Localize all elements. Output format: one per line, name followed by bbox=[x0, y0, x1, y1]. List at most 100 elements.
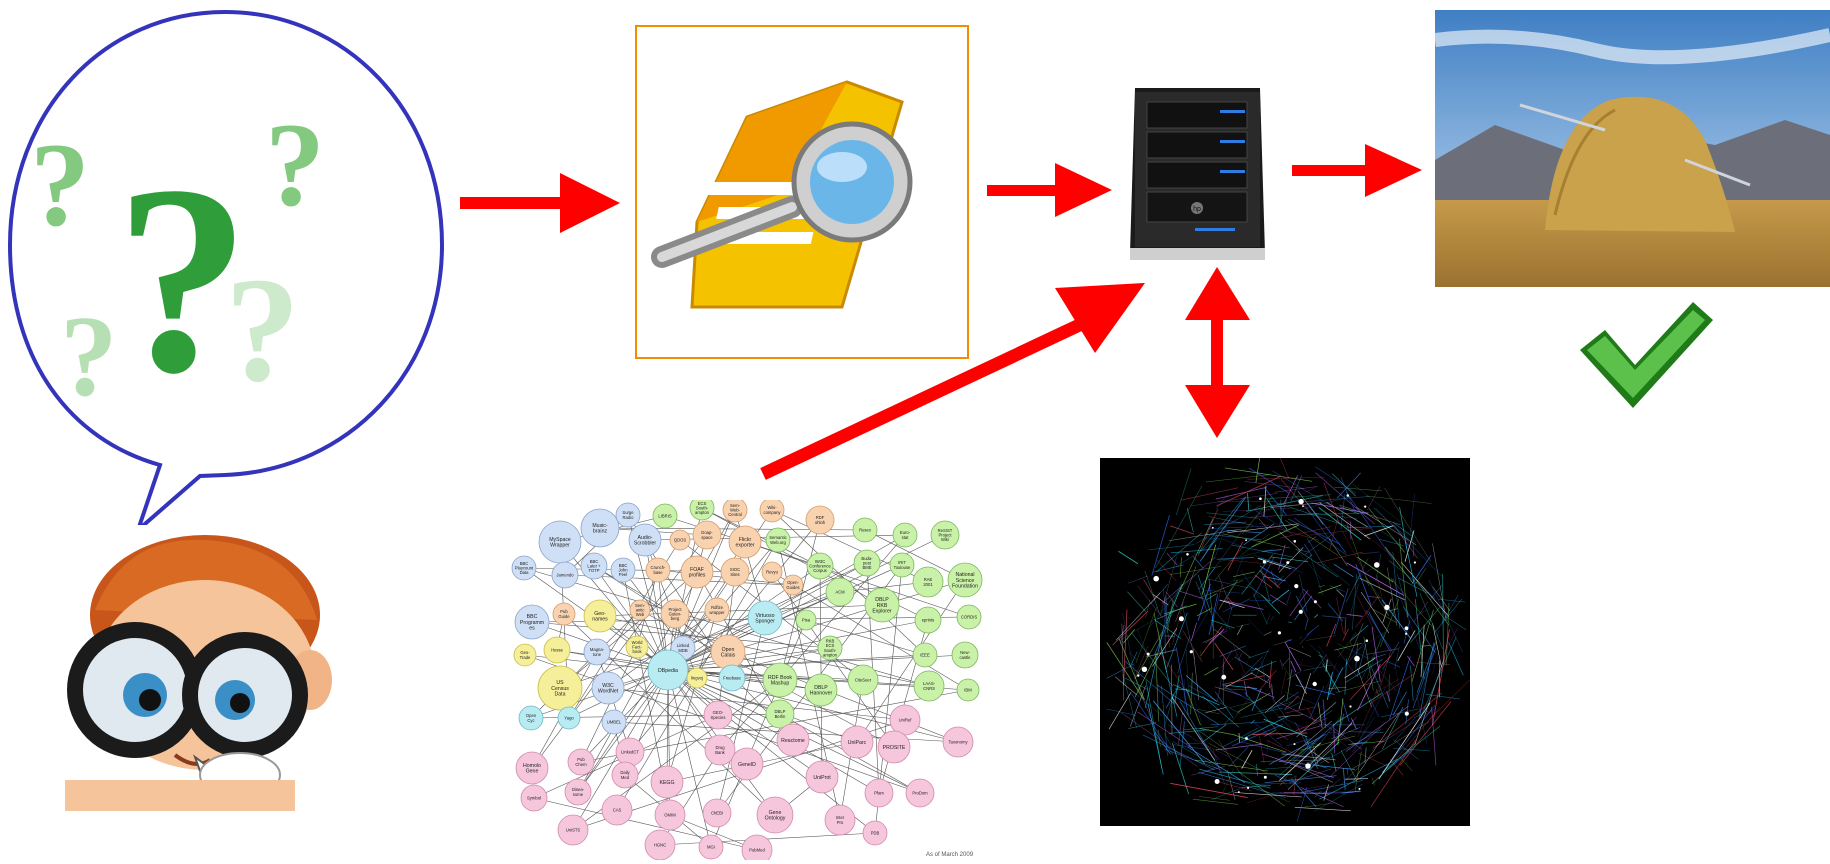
graph-edge bbox=[1322, 615, 1347, 619]
graph-edge bbox=[1290, 763, 1334, 783]
graph-edge bbox=[1163, 693, 1175, 728]
lod-node-circle bbox=[520, 784, 548, 812]
lod-node-label: New-castle bbox=[960, 650, 972, 660]
graph-node bbox=[1294, 584, 1299, 589]
graph-edge bbox=[1267, 675, 1274, 700]
graph-edge bbox=[1137, 686, 1152, 721]
graph-edge bbox=[1163, 588, 1170, 648]
lod-node: GeneID bbox=[730, 747, 764, 781]
graph-edge bbox=[1209, 525, 1265, 529]
lod-node-label: HGNC bbox=[654, 842, 666, 847]
graph-edge bbox=[1363, 636, 1374, 691]
lod-node-circle bbox=[515, 751, 549, 785]
graph-edge bbox=[1230, 696, 1251, 724]
lod-node-label: Geo-names bbox=[592, 611, 608, 623]
graph-edge bbox=[1278, 702, 1317, 722]
lod-node-label: IEEE bbox=[920, 652, 930, 657]
graph-edge bbox=[1317, 645, 1340, 674]
graph-edge bbox=[1241, 497, 1272, 535]
graph-edge bbox=[1431, 653, 1439, 676]
graph-edge bbox=[1416, 642, 1436, 693]
graph-edge bbox=[1295, 548, 1339, 578]
graph-edge bbox=[1270, 616, 1274, 621]
graph-node bbox=[1413, 561, 1416, 564]
graph-edge bbox=[1399, 538, 1408, 618]
graph-edge bbox=[1250, 719, 1255, 724]
graph-edge bbox=[1240, 570, 1261, 599]
arrow-bubble-to-search bbox=[460, 173, 620, 233]
graph-edge bbox=[1219, 645, 1246, 657]
lod-node-circle bbox=[722, 500, 748, 523]
graph-edge bbox=[1251, 688, 1262, 711]
graph-edge bbox=[1122, 674, 1137, 729]
graph-edge bbox=[1226, 530, 1262, 534]
graph-edge bbox=[1261, 753, 1334, 779]
graph-edge bbox=[1218, 740, 1243, 777]
svg-text:?: ? bbox=[225, 247, 300, 413]
graph-edge bbox=[1189, 681, 1205, 735]
lod-link bbox=[771, 571, 969, 691]
graph-edge bbox=[1278, 544, 1286, 570]
graph-edge bbox=[1261, 570, 1271, 602]
graph-edge bbox=[1242, 656, 1263, 678]
graph-edge bbox=[1197, 496, 1245, 554]
graph-edge bbox=[1311, 502, 1368, 514]
graph-edge bbox=[1238, 771, 1285, 807]
graph-edge bbox=[1192, 738, 1229, 757]
graph-edge bbox=[1175, 566, 1197, 622]
graph-edge bbox=[1260, 759, 1323, 762]
graph-edge bbox=[1372, 692, 1442, 749]
graph-edge bbox=[1280, 526, 1332, 539]
graph-edge bbox=[1419, 630, 1439, 702]
graph-edge bbox=[1145, 680, 1163, 769]
lod-link bbox=[559, 541, 669, 671]
lod-node-circle bbox=[557, 814, 589, 846]
graph-edge bbox=[1218, 579, 1238, 610]
graph-edge bbox=[1239, 779, 1291, 803]
lod-node-label: PROSITE bbox=[883, 745, 906, 751]
graph-node bbox=[1214, 779, 1220, 784]
graph-edge bbox=[1374, 678, 1400, 694]
lod-link bbox=[716, 617, 766, 814]
graph-edge bbox=[1327, 603, 1344, 622]
graph-node bbox=[1313, 600, 1317, 604]
graph-edge bbox=[1241, 741, 1308, 759]
graph-node bbox=[1189, 650, 1193, 654]
graph-edge bbox=[1283, 691, 1324, 708]
lod-node-label: Open-Guides bbox=[786, 580, 799, 590]
graph-edge bbox=[1205, 533, 1261, 541]
graph-edge bbox=[1442, 573, 1445, 664]
graph-edge bbox=[1165, 591, 1178, 608]
graph-node bbox=[1259, 497, 1262, 500]
graph-edge bbox=[1257, 669, 1277, 693]
graph-edge bbox=[1346, 562, 1405, 596]
graph-edge bbox=[1225, 672, 1253, 688]
graph-edge bbox=[1413, 601, 1429, 623]
graph-edge bbox=[1196, 608, 1212, 617]
graph-edge bbox=[1279, 659, 1290, 676]
graph-edge bbox=[1295, 595, 1309, 621]
graph-edge bbox=[1210, 619, 1235, 629]
graph-node bbox=[1178, 616, 1184, 622]
graph-edge bbox=[1193, 556, 1204, 569]
graph-edge bbox=[1264, 729, 1276, 737]
graph-edge bbox=[1277, 554, 1313, 586]
graph-edge bbox=[1170, 525, 1195, 535]
graph-edge bbox=[1262, 549, 1282, 552]
graph-edge bbox=[1368, 508, 1406, 553]
lod-node-circle bbox=[913, 670, 945, 702]
lod-link bbox=[564, 574, 794, 586]
lod-node-circle bbox=[912, 566, 944, 598]
graph-edge bbox=[1318, 506, 1362, 541]
lod-node-circle bbox=[650, 765, 684, 799]
graph-edge bbox=[1284, 641, 1302, 671]
graph-edge bbox=[1253, 556, 1275, 598]
graph-edge bbox=[1208, 516, 1254, 526]
